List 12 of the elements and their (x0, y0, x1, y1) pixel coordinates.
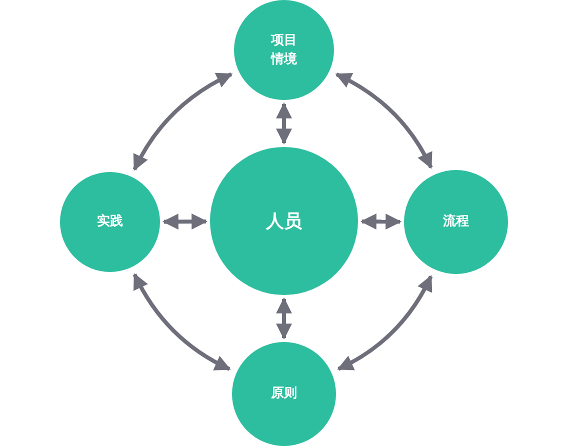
node-label: 原则 (270, 385, 298, 404)
double-arrow (132, 273, 231, 371)
double-arrow (337, 275, 433, 371)
double-arrow (335, 72, 433, 169)
double-arrow (276, 297, 292, 340)
node-label: 实践 (96, 212, 124, 232)
double-arrow (360, 214, 402, 230)
node-label: 流程 (442, 212, 470, 232)
double-arrow (162, 214, 208, 230)
node-label: 人员 (266, 210, 302, 234)
double-arrow (276, 102, 292, 145)
node-label: 项目情境 (270, 32, 298, 69)
